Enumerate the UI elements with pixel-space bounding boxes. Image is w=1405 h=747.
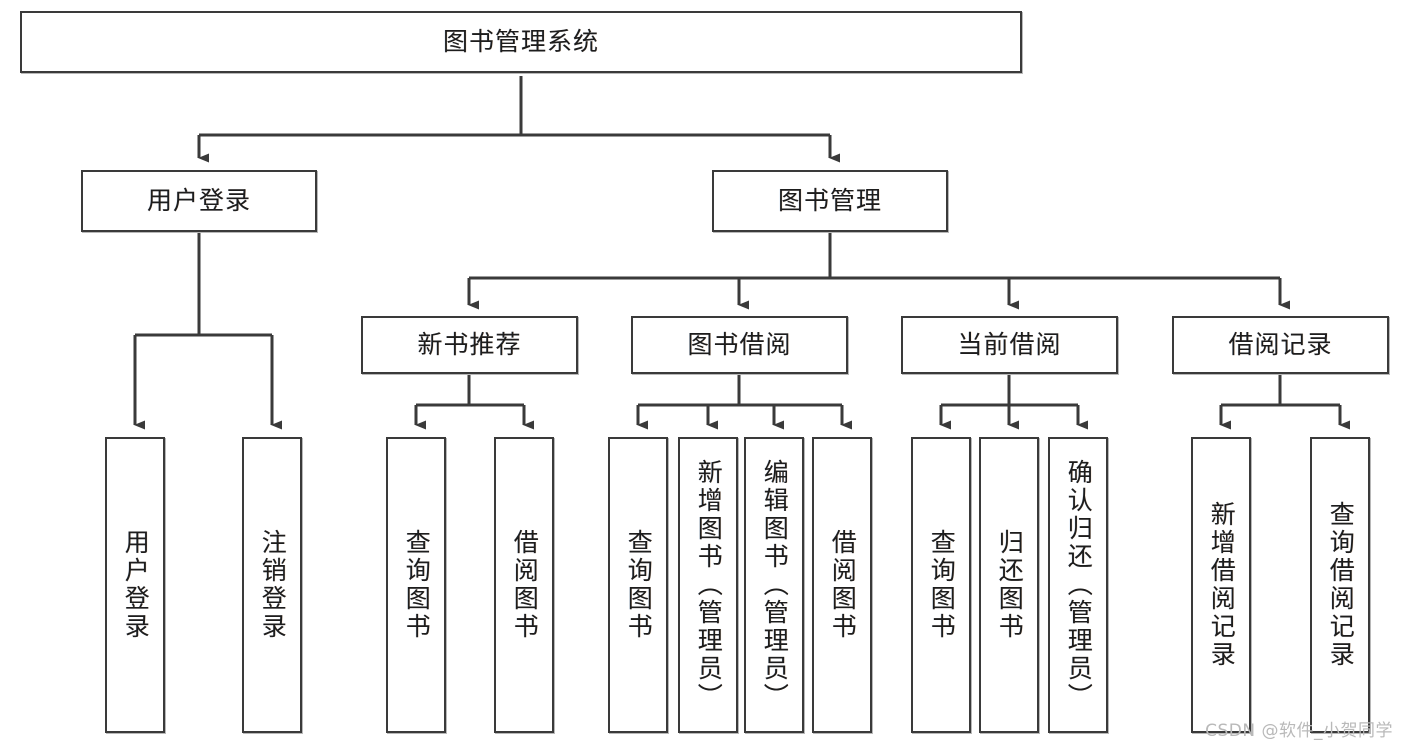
leaf-edit-book[interactable]: 编辑图书（管理员） xyxy=(744,437,804,733)
leaf-query-book-2[interactable]: 查询图书 xyxy=(608,437,668,733)
leaf-user-login-label: 用户登录 xyxy=(121,529,151,641)
leaf-user-logout[interactable]: 注销登录 xyxy=(242,437,302,733)
leaf-query-book-2-label: 查询图书 xyxy=(624,529,654,641)
node-root[interactable]: 图书管理系统 xyxy=(20,11,1022,73)
node-borrow-record-label: 借阅记录 xyxy=(1228,329,1333,359)
leaf-query-book-1[interactable]: 查询图书 xyxy=(386,437,446,733)
leaf-add-book-label: 新增图书（管理员） xyxy=(694,459,724,711)
node-new-book-recommend[interactable]: 新书推荐 xyxy=(361,316,578,374)
leaf-confirm-return-label: 确认归还（管理员） xyxy=(1064,459,1094,711)
leaf-borrow-book-1-label: 借阅图书 xyxy=(510,529,540,641)
node-book-borrow-label: 图书借阅 xyxy=(687,329,792,359)
leaf-add-record-label: 新增借阅记录 xyxy=(1207,501,1237,669)
node-root-label: 图书管理系统 xyxy=(442,26,599,56)
node-new-book-recommend-label: 新书推荐 xyxy=(417,329,522,359)
node-book-management[interactable]: 图书管理 xyxy=(712,170,948,232)
leaf-query-book-3-label: 查询图书 xyxy=(927,529,957,641)
leaf-borrow-book-1[interactable]: 借阅图书 xyxy=(494,437,554,733)
leaf-query-record[interactable]: 查询借阅记录 xyxy=(1310,437,1370,733)
node-book-management-label: 图书管理 xyxy=(777,185,882,215)
leaf-add-record[interactable]: 新增借阅记录 xyxy=(1191,437,1251,733)
node-user-login[interactable]: 用户登录 xyxy=(81,170,317,232)
node-borrow-record[interactable]: 借阅记录 xyxy=(1172,316,1389,374)
leaf-add-book[interactable]: 新增图书（管理员） xyxy=(678,437,738,733)
node-current-borrow[interactable]: 当前借阅 xyxy=(901,316,1118,374)
leaf-borrow-book-2[interactable]: 借阅图书 xyxy=(812,437,872,733)
watermark: CSDN @软件_小贺同学 xyxy=(1205,721,1393,741)
leaf-edit-book-label: 编辑图书（管理员） xyxy=(760,459,790,711)
leaf-return-book[interactable]: 归还图书 xyxy=(979,437,1039,733)
leaf-query-book-1-label: 查询图书 xyxy=(402,529,432,641)
node-current-borrow-label: 当前借阅 xyxy=(957,329,1062,359)
node-user-login-label: 用户登录 xyxy=(146,185,251,215)
leaf-borrow-book-2-label: 借阅图书 xyxy=(828,529,858,641)
leaf-query-record-label: 查询借阅记录 xyxy=(1326,501,1356,669)
leaf-query-book-3[interactable]: 查询图书 xyxy=(911,437,971,733)
leaf-user-logout-label: 注销登录 xyxy=(258,529,288,641)
leaf-user-login[interactable]: 用户登录 xyxy=(105,437,165,733)
leaf-return-book-label: 归还图书 xyxy=(995,529,1025,641)
leaf-confirm-return[interactable]: 确认归还（管理员） xyxy=(1048,437,1108,733)
node-book-borrow[interactable]: 图书借阅 xyxy=(631,316,848,374)
